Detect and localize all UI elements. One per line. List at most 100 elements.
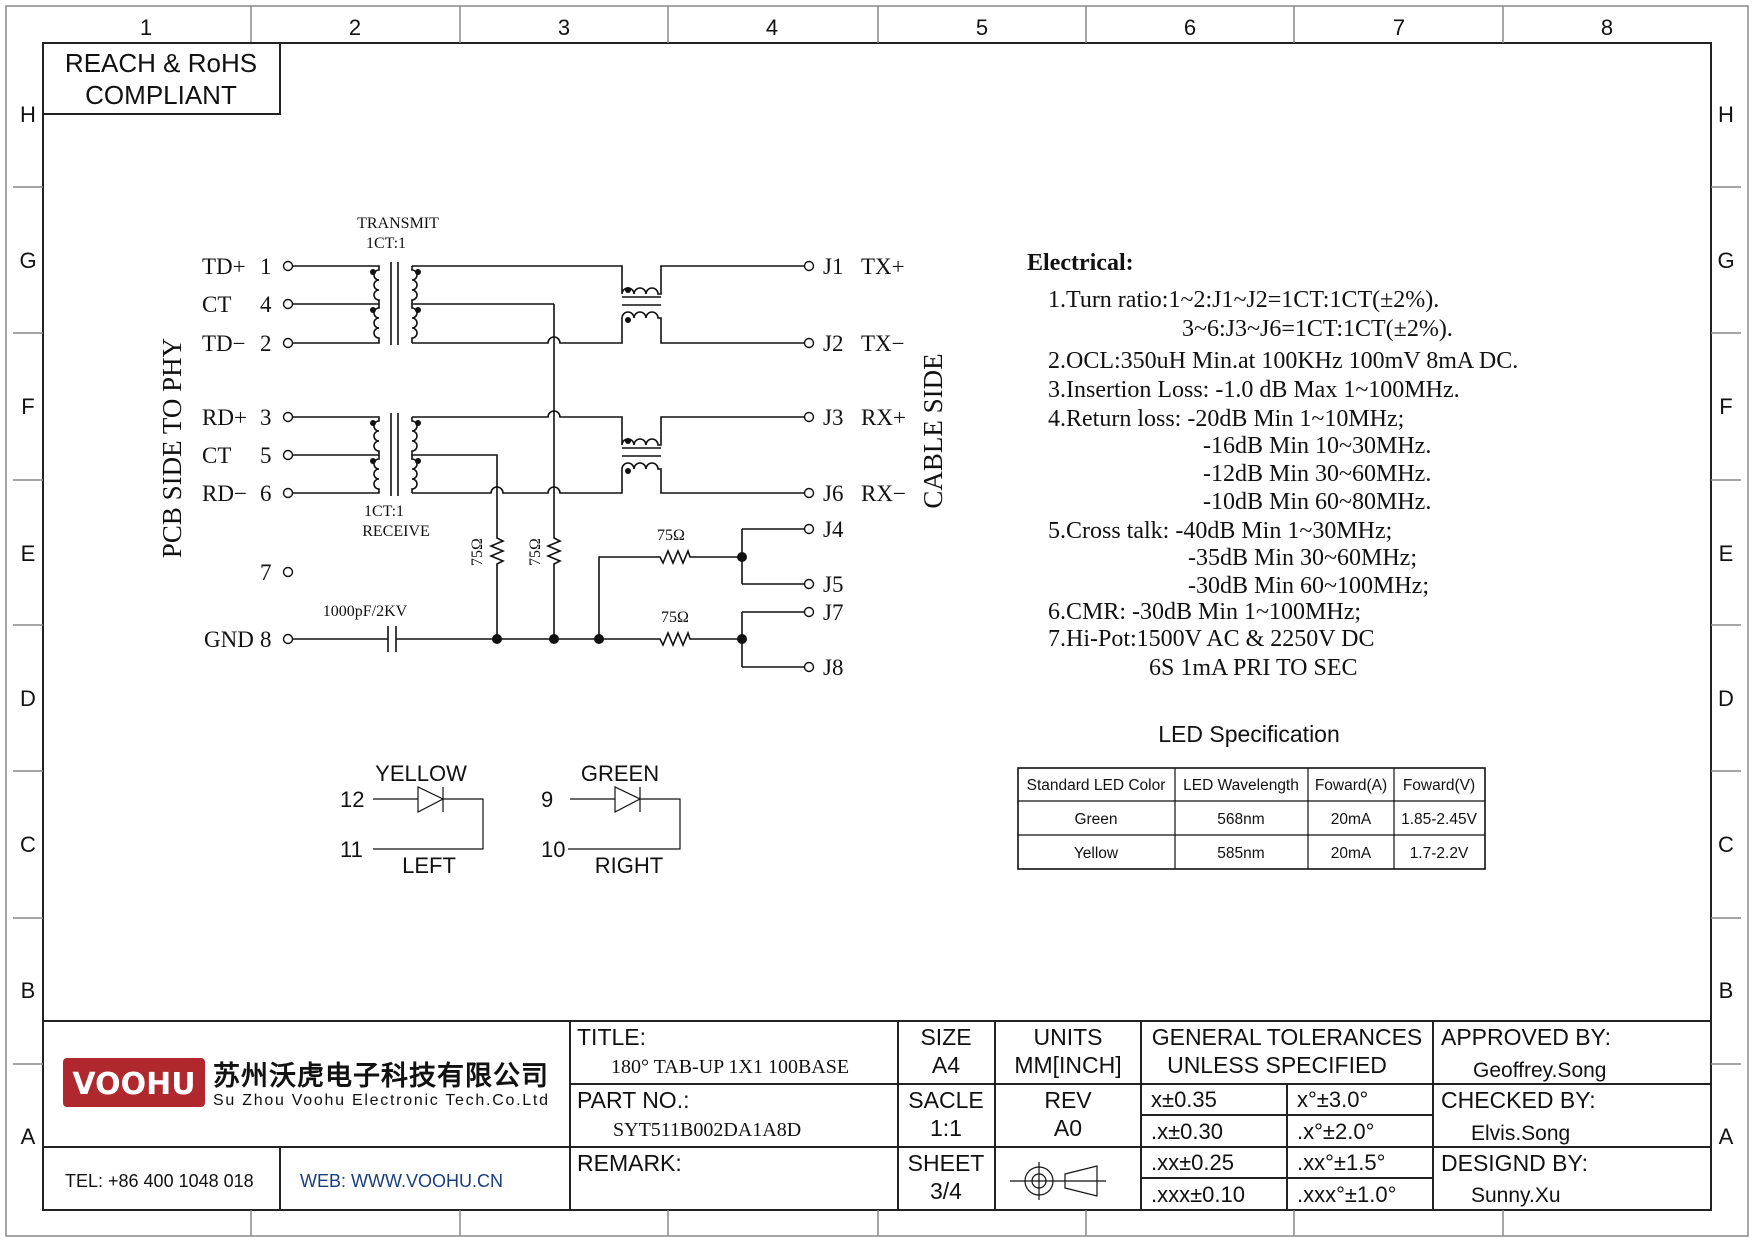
zone-row-e-right: E xyxy=(1719,541,1734,566)
electrical-line: 5.Cross talk: -40dB Min 1~30MHz; xyxy=(1048,518,1392,544)
terminal-j6 xyxy=(803,487,815,499)
electrical-line: -10dB Min 60~80MHz. xyxy=(1203,489,1431,515)
terminal-j4 xyxy=(803,523,815,535)
led-spec-title: LED Specification xyxy=(1158,721,1340,747)
part-number-value: SYT511B002DA1A8D xyxy=(613,1119,801,1141)
company-tel: TEL: +86 400 1048 018 xyxy=(65,1171,254,1191)
pin-j6: J6 xyxy=(823,481,843,506)
led-left: YELLOW 12 11 LEFT xyxy=(340,761,484,878)
zone-row-f-right: F xyxy=(1719,394,1732,419)
pin-j3: J3 xyxy=(823,405,843,430)
electrical-line: 2.OCL:350uH Min.at 100KHz 100mV 8mA DC. xyxy=(1048,348,1518,374)
led-right-diode-icon xyxy=(568,786,681,850)
electrical-line: 6.CMR: -30dB Min 1~100MHz; xyxy=(1048,599,1361,625)
resistor-label-ct-rx: 75Ω xyxy=(469,538,486,566)
company-web-link[interactable]: WEB: WWW.VOOHU.CN xyxy=(300,1171,503,1191)
signal-rx-minus: RX− xyxy=(861,481,906,506)
terminal-pin-1 xyxy=(282,260,294,272)
title-value: 180° TAB-UP 1X1 100BASE xyxy=(611,1056,849,1078)
tolerance-linear: .xx±0.25 xyxy=(1151,1150,1234,1175)
polarity-dot xyxy=(370,458,376,464)
table-cell: 568nm xyxy=(1217,811,1264,828)
polarity-dot xyxy=(625,438,631,444)
junction-node xyxy=(549,634,559,644)
tolerances-heading: GENERAL TOLERANCES xyxy=(1152,1024,1423,1050)
tolerance-linear: .xxx±0.10 xyxy=(1151,1182,1245,1207)
designed-by-label: DESIGND BY: xyxy=(1441,1150,1588,1176)
terminal-j3 xyxy=(803,411,815,423)
led-right-pin-b: 10 xyxy=(541,837,565,862)
pin-num-6: 6 xyxy=(260,481,272,506)
approved-by-label: APPROVED BY: xyxy=(1441,1024,1611,1050)
led-left-position: LEFT xyxy=(402,853,456,878)
pin-name-ct-tx: CT xyxy=(202,292,231,317)
transmit-ratio: 1CT:1 xyxy=(366,235,406,252)
led-right-color: GREEN xyxy=(581,761,659,786)
pin-num-3: 3 xyxy=(260,405,272,430)
compliance-line-2: COMPLIANT xyxy=(85,80,237,110)
polarity-dot xyxy=(370,269,376,275)
pin-j7: J7 xyxy=(823,600,843,625)
led-left-diode-icon xyxy=(373,786,484,850)
zone-row-h-right: H xyxy=(1718,102,1734,127)
terminal-pin-2 xyxy=(282,337,294,349)
electrical-spec: Electrical: 1.Turn ratio:1~2:J1~J2=1CT:1… xyxy=(1027,250,1518,681)
pin-j4: J4 xyxy=(823,517,844,542)
zone-row-h: H xyxy=(20,102,36,127)
transmit-transformer xyxy=(292,262,805,345)
pin-j1: J1 xyxy=(823,254,843,279)
led-right-pin-a: 9 xyxy=(541,787,553,812)
electrical-line: -35dB Min 30~60MHz; xyxy=(1188,545,1417,571)
terminal-pin-8 xyxy=(282,633,294,645)
title-block: VOOHU 苏州沃虎电子科技有限公司 Su Zhou Voohu Electro… xyxy=(43,1020,1711,1210)
zone-row-g-right: G xyxy=(1717,248,1734,273)
junction-node xyxy=(594,634,604,644)
company-logo: VOOHU xyxy=(63,1058,205,1107)
zone-row-b: B xyxy=(21,978,36,1003)
zone-col-4: 4 xyxy=(766,15,778,40)
zone-row-a-right: A xyxy=(1719,1124,1734,1149)
approved-by-value: Geoffrey.Song xyxy=(1473,1059,1606,1082)
electrical-line: -30dB Min 60~100MHz; xyxy=(1188,573,1429,599)
pin-name-rd-minus: RD− xyxy=(202,481,247,506)
receive-transformer xyxy=(292,304,805,639)
tolerances-subheading: UNLESS SPECIFIED xyxy=(1167,1052,1387,1078)
outer-border xyxy=(5,5,1749,1237)
sheet-value: 3/4 xyxy=(930,1178,962,1204)
part-number-label: PART NO.: xyxy=(577,1087,689,1113)
signal-tx-plus: TX+ xyxy=(861,254,905,279)
pin-name-rd-plus: RD+ xyxy=(202,405,247,430)
zone-dividers xyxy=(13,6,1741,1236)
zone-row-e: E xyxy=(21,541,36,566)
pin-num-7: 7 xyxy=(260,560,272,585)
pin-name-td-minus: TD− xyxy=(202,331,246,356)
led-left-color: YELLOW xyxy=(375,761,467,786)
compliance-box: REACH & RoHS COMPLIANT xyxy=(42,42,281,115)
terminal-pin-6 xyxy=(282,487,294,499)
designed-by-value: Sunny.Xu xyxy=(1471,1184,1561,1207)
pin-name-gnd: GND xyxy=(204,627,254,652)
pin-num-1: 1 xyxy=(260,254,272,279)
electrical-line: 6S 1mA PRI TO SEC xyxy=(1149,655,1358,681)
pin-num-4: 4 xyxy=(260,292,272,317)
electrical-title: Electrical: xyxy=(1027,250,1134,276)
logo-text: VOOHU xyxy=(72,1067,195,1102)
ground-network xyxy=(292,528,805,668)
polarity-dot xyxy=(415,307,421,313)
table-header: LED Wavelength xyxy=(1183,777,1299,794)
schematic: PCB SIDE TO PHY CABLE SIDE TRANSMIT 1CT:… xyxy=(157,215,948,680)
checked-by-label: CHECKED BY: xyxy=(1441,1087,1596,1113)
signal-rx-plus: RX+ xyxy=(861,405,906,430)
zone-row-g: G xyxy=(19,248,36,273)
electrical-line: 3~6:J3~J6=1CT:1CT(±2%). xyxy=(1182,316,1453,342)
zone-col-2: 2 xyxy=(349,15,361,40)
tolerance-linear: .x±0.30 xyxy=(1151,1119,1223,1144)
table-cell: 20mA xyxy=(1331,845,1372,862)
pin-name-td-plus: TD+ xyxy=(202,254,246,279)
zone-row-d: D xyxy=(20,686,36,711)
terminal-pin-3 xyxy=(282,411,294,423)
polarity-dot xyxy=(415,420,421,426)
zone-row-f: F xyxy=(21,394,34,419)
tolerance-angular: x°±3.0° xyxy=(1297,1087,1368,1112)
